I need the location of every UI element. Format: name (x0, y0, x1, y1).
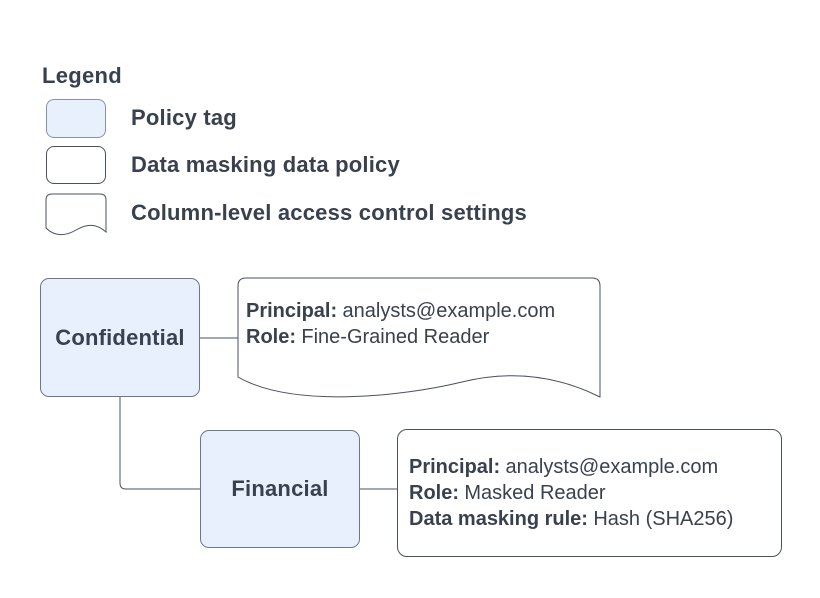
role-value: Fine-Grained Reader (301, 326, 490, 348)
masking-policy-box: Principal:analysts@example.com Role:Mask… (397, 429, 782, 557)
legend-policy-tag-swatch (46, 99, 106, 138)
node-financial-label: Financial (231, 476, 329, 501)
connector-confidential-to-financial (119, 397, 200, 490)
role-label: Role: (246, 326, 296, 348)
node-financial: Financial (200, 430, 360, 548)
role-label: Role: (409, 482, 459, 504)
legend-data-masking-policy-swatch (46, 146, 106, 184)
legend-item-data-masking-policy: Data masking data policy (131, 152, 400, 177)
masking-policy-role: Role:Masked Reader (409, 480, 781, 506)
access-settings-role: Role:Fine-Grained Reader (246, 324, 596, 350)
masking-policy-rule: Data masking rule:Hash (SHA256) (409, 506, 781, 532)
principal-label: Principal: (246, 300, 338, 322)
node-confidential: Confidential (40, 278, 200, 397)
principal-label: Principal: (409, 456, 501, 478)
legend-column-access-document-swatch (45, 193, 107, 236)
masking-rule-value: Hash (SHA256) (593, 508, 734, 530)
legend-title: Legend (42, 63, 123, 88)
legend-item-column-access: Column-level access control settings (131, 200, 527, 225)
access-settings-document-shape (237, 277, 601, 398)
node-confidential-label: Confidential (55, 324, 185, 350)
legend-item-policy-tag: Policy tag (131, 105, 237, 130)
principal-value: analysts@example.com (342, 300, 556, 322)
masking-policy-principal: Principal:analysts@example.com (409, 454, 781, 480)
masking-rule-label: Data masking rule: (409, 508, 588, 530)
principal-value: analysts@example.com (505, 456, 719, 478)
access-settings-text: Principal:analysts@example.com Role:Fine… (246, 298, 596, 350)
role-value: Masked Reader (464, 482, 606, 504)
access-settings-principal: Principal:analysts@example.com (246, 298, 596, 324)
